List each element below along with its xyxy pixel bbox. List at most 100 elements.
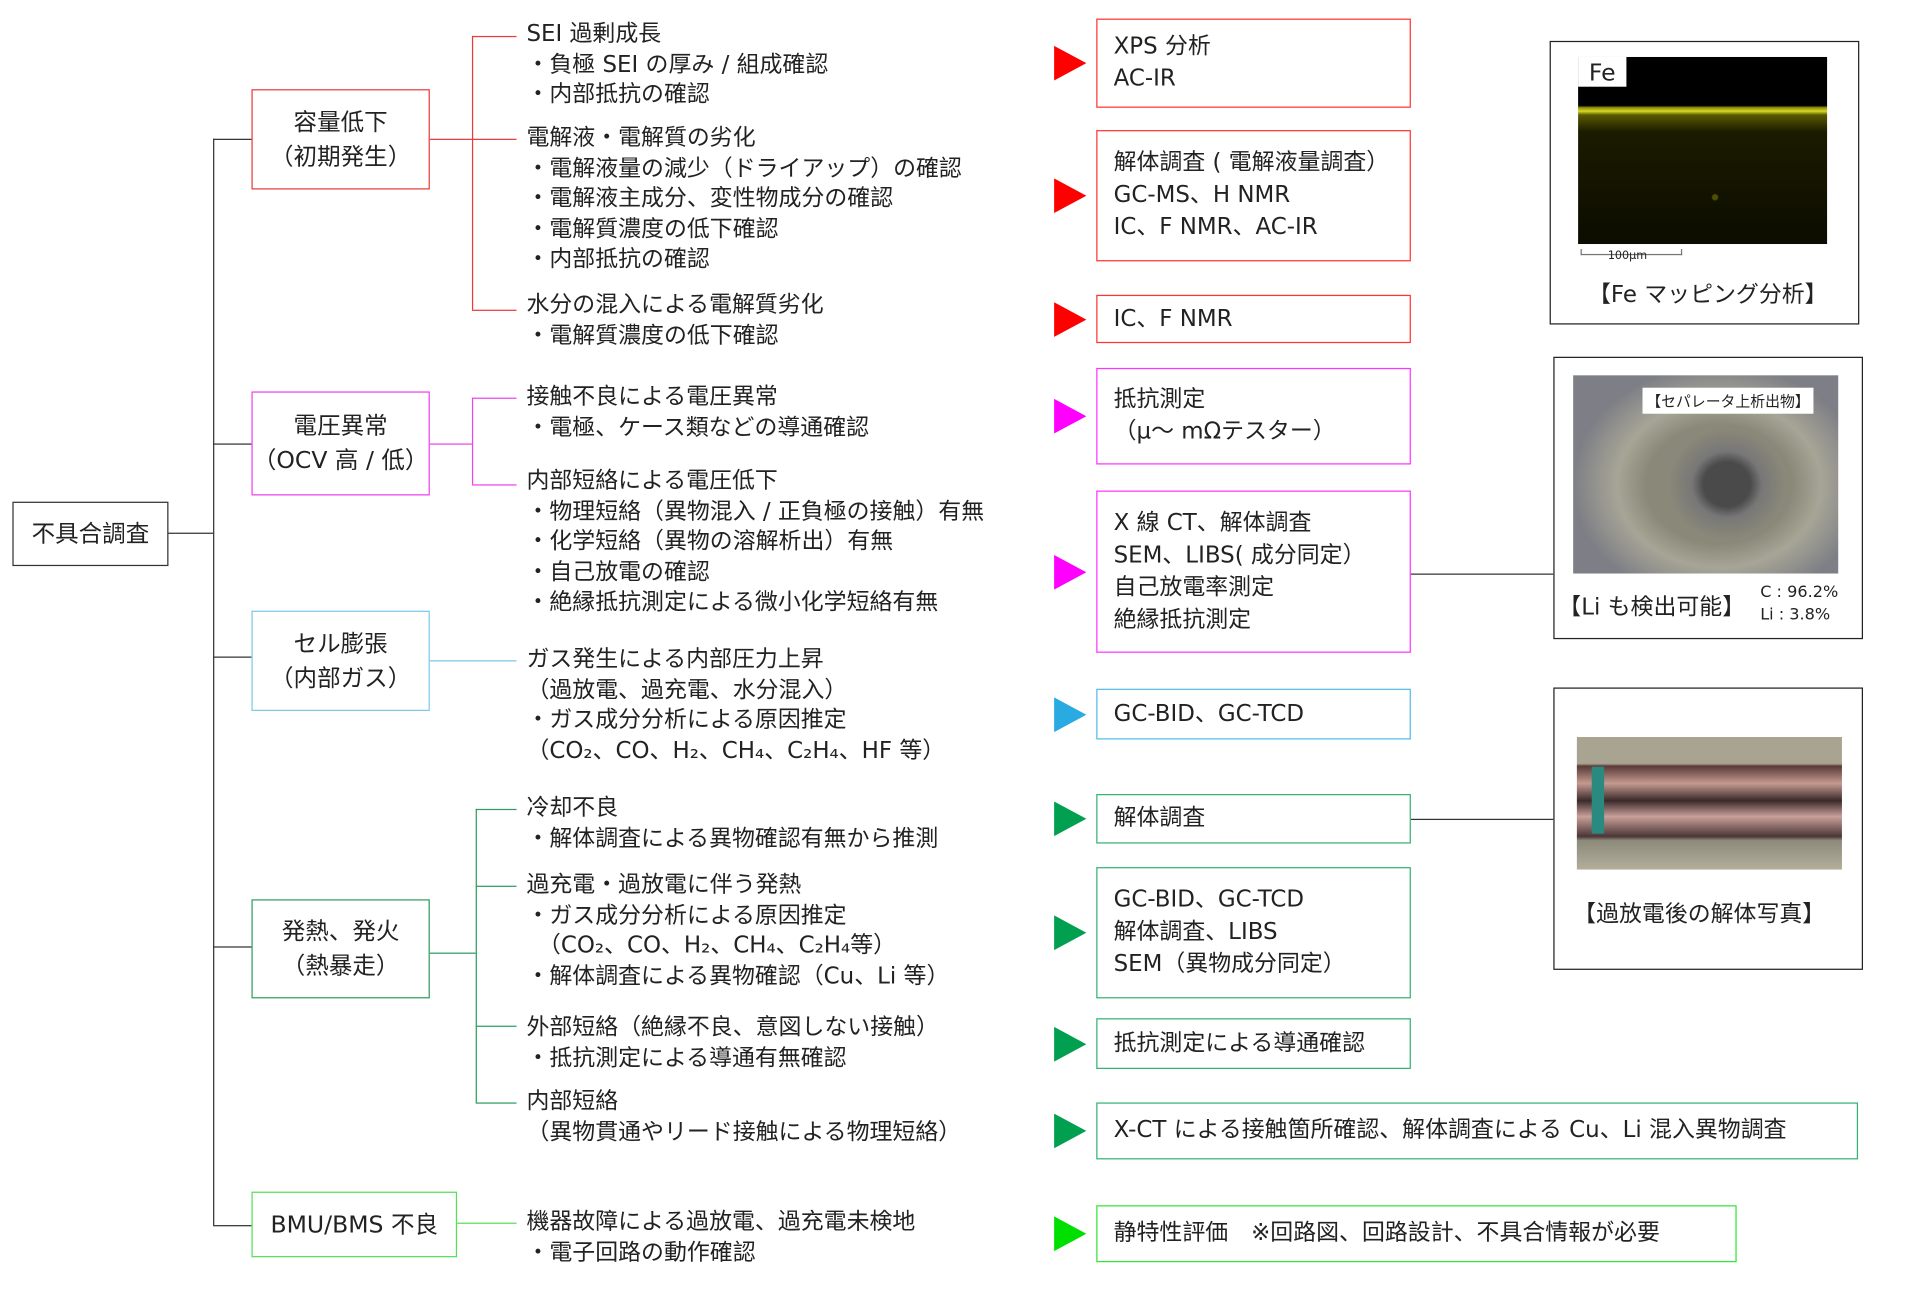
arrow-right-icon xyxy=(1054,1113,1087,1149)
method-box: XPS 分析 AC-IR xyxy=(1096,18,1411,108)
category-node: BMU/BMS 不良 xyxy=(251,1191,458,1258)
cause-line: ・電極、ケース類などの導通確認 xyxy=(526,414,870,441)
category-node: セル膨張（内部ガス） xyxy=(251,610,430,712)
cause-line: ・解体調査による異物確認（Cu、Li 等） xyxy=(526,963,950,990)
method-line: 自己放電率測定 xyxy=(1113,574,1275,601)
method-box: 抵抗測定（µ～ mΩテスター） xyxy=(1096,367,1411,465)
root-node: 不具合調査 xyxy=(12,501,169,567)
bracket-branch xyxy=(475,1025,517,1028)
category-label: （初期発生） xyxy=(270,143,412,171)
method-line: IC、F NMR、AC-IR xyxy=(1113,214,1318,241)
scale-bar xyxy=(1580,248,1683,256)
arrow-right-icon xyxy=(1054,398,1087,434)
li-caption: 【Li も検出可能】 xyxy=(1558,594,1746,621)
cause-text-block: 内部短絡による電圧低下・物理短絡（異物混入 / 正負極の接触）有無・化学短絡（異… xyxy=(526,467,984,619)
root-label: 不具合調査 xyxy=(31,520,150,548)
cause-line: SEI 過剰成長 xyxy=(526,21,662,48)
trunk-branch xyxy=(213,656,252,659)
cause-line: （異物貫通やリード接触による物理短絡） xyxy=(526,1119,962,1146)
category-label: 電圧異常 xyxy=(293,412,388,440)
cause-line: ・電解液量の減少（ドライアップ）の確認 xyxy=(526,155,962,182)
method-line: 抵抗測定 xyxy=(1113,386,1206,413)
arrow-right-icon xyxy=(1054,1026,1087,1061)
arrow-right-icon xyxy=(1054,801,1087,837)
cause-line: （CO₂、CO、H₂、CH₄、C₂H₄、HF 等） xyxy=(526,737,946,765)
cause-line: 電解液・電解質の劣化 xyxy=(526,125,756,152)
cause-text-block: 過充電・過放電に伴う発熱・ガス成分分析による原因推定 （CO₂、CO、H₂、CH… xyxy=(526,871,949,993)
method-line: 解体調査 ( 電解液量調査） xyxy=(1113,149,1390,176)
arrow-right-icon xyxy=(1054,696,1087,732)
method-line: AC-IR xyxy=(1113,65,1176,92)
cause-text-block: 内部短絡（異物貫通やリード接触による物理短絡） xyxy=(526,1088,961,1149)
scale-label: 100µm xyxy=(1607,250,1648,263)
cause-line: ・負極 SEI の厚み / 組成確認 xyxy=(526,51,829,78)
bracket-connector xyxy=(457,1222,517,1225)
cause-line: ・抵抗測定による導通有無確認 xyxy=(526,1044,847,1071)
cause-line: 接触不良による電圧異常 xyxy=(526,383,778,411)
root-connector xyxy=(168,532,214,535)
method-line: XPS 分析 xyxy=(1113,33,1211,60)
method-box: X-CT による接触箇所確認、解体調査による Cu、Li 混入異物調査 xyxy=(1096,1102,1859,1160)
cause-text-block: SEI 過剰成長・負極 SEI の厚み / 組成確認・内部抵抗の確認 xyxy=(526,20,828,111)
trunk-line xyxy=(213,138,215,1226)
bracket-branch xyxy=(471,397,517,400)
method-line: 絶縁抵抗測定 xyxy=(1113,606,1252,633)
method-line: SEM（異物成分同定） xyxy=(1113,951,1346,978)
cause-line: 外部短絡（絶縁不良、意図しない接触） xyxy=(526,1014,939,1041)
cause-text-block: 機器故障による過放電、過充電未検地・電子回路の動作確認 xyxy=(526,1208,915,1269)
method-line: 解体調査、LIBS xyxy=(1113,919,1278,946)
fe-mapping-caption: 【Fe マッピング分析】 xyxy=(1588,282,1828,309)
cause-text-block: 水分の混入による電解質劣化・電解質濃度の低下確認 xyxy=(526,291,823,352)
category-node: 発熱、発火（熱暴走） xyxy=(251,899,430,999)
method-line: X-CT による接触箇所確認、解体調査による Cu、Li 混入異物調査 xyxy=(1113,1117,1787,1144)
bracket-connector xyxy=(475,808,478,1103)
cause-line: ・内部抵抗の確認 xyxy=(526,246,710,273)
trunk-branch xyxy=(213,1225,252,1227)
disassembly-panel: 【過放電後の解体写真】 xyxy=(1553,687,1864,970)
bracket-connector xyxy=(429,660,517,662)
cause-text-block: 外部短絡（絶縁不良、意図しない接触） ・抵抗測定による導通有無確認 xyxy=(526,1013,939,1074)
arrow-right-icon xyxy=(1054,1216,1087,1252)
arrow-right-icon xyxy=(1054,178,1087,214)
composition-c: C : 96.2% xyxy=(1760,583,1839,603)
cause-text-block: ガス発生による内部圧力上昇（過放電、過充電、水分混入）・ガス成分分析による原因推… xyxy=(526,645,945,767)
bracket-connector xyxy=(471,35,474,310)
separator-photo-label: 【セパレータ上析出物】 xyxy=(1642,387,1814,414)
fe-mapping-panel: Fe 100µm 【Fe マッピング分析】 xyxy=(1549,40,1860,325)
bracket-connector xyxy=(429,952,476,955)
arrow-right-icon xyxy=(1054,915,1087,951)
arrow-right-icon xyxy=(1054,301,1087,337)
cause-line: ・自己放電の確認 xyxy=(526,559,710,586)
cause-text-block: 電解液・電解質の劣化・電解液量の減少（ドライアップ）の確認・電解液主成分、変性物… xyxy=(526,124,961,276)
category-node: 容量低下（初期発生） xyxy=(251,89,430,190)
cause-text-block: 冷却不良・解体調査による異物確認有無から推測 xyxy=(526,794,938,855)
category-label: 発熱、発火 xyxy=(281,917,400,946)
disassembly-caption: 【過放電後の解体写真】 xyxy=(1573,901,1826,928)
method-line: IC、F NMR xyxy=(1113,305,1233,332)
category-node: 電圧異常（OCV 高 / 低） xyxy=(251,391,430,496)
category-label: BMU/BMS 不良 xyxy=(270,1210,439,1239)
cause-line: 過充電・過放電に伴う発熱 xyxy=(526,872,802,899)
method-line: SEM、LIBS( 成分同定） xyxy=(1113,541,1366,568)
bracket-branch xyxy=(471,309,517,312)
bracket-branch xyxy=(471,484,517,486)
bracket-connector xyxy=(429,138,472,141)
cause-line: ・電解液主成分、変性物成分の確認 xyxy=(526,186,894,213)
cause-line: 内部短絡による電圧低下 xyxy=(526,468,778,495)
method-box: 解体調査 xyxy=(1096,794,1411,844)
method-line: 解体調査 xyxy=(1113,805,1206,832)
connector-disassembly-panel xyxy=(1410,818,1554,821)
bracket-connector xyxy=(471,397,474,485)
category-label: セル膨張 xyxy=(293,629,388,658)
cause-line: 機器故障による過放電、過充電未検地 xyxy=(526,1208,916,1235)
method-box: GC-BID、GC-TCD xyxy=(1096,688,1411,740)
fe-mapping-image xyxy=(1578,56,1828,245)
bracket-branch xyxy=(475,885,517,888)
arrow-right-icon xyxy=(1054,45,1087,81)
method-line: 抵抗測定による導通確認 xyxy=(1113,1029,1365,1056)
bracket-connector xyxy=(429,443,472,446)
